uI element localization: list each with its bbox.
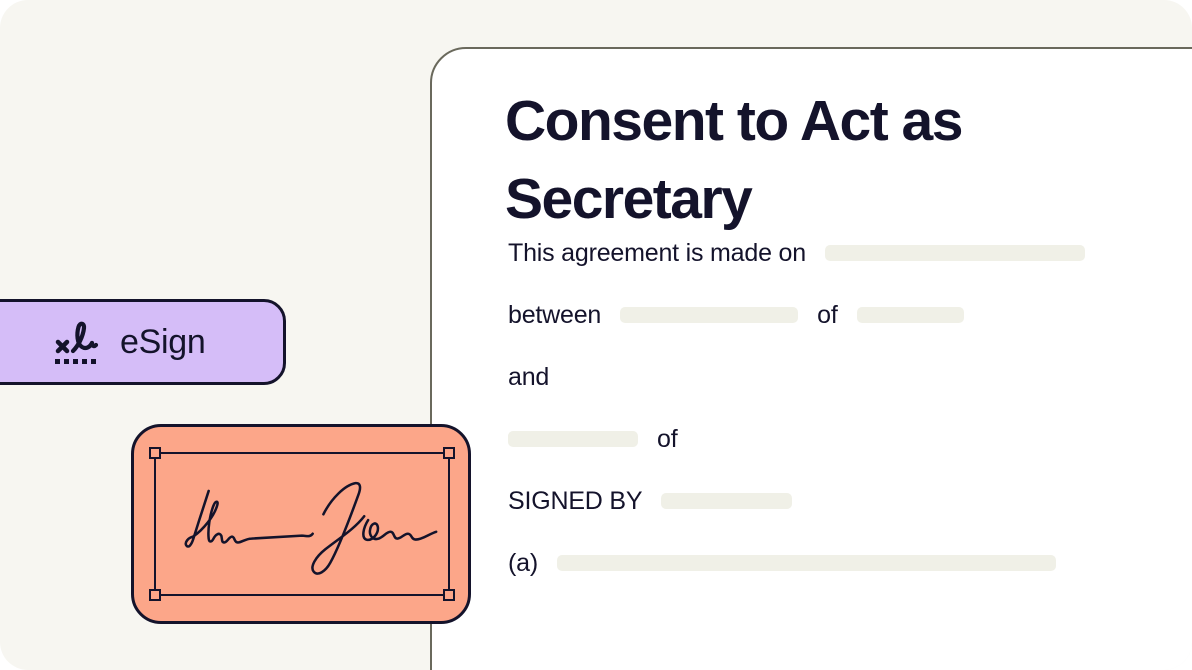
fill-in-blank[interactable] xyxy=(661,493,793,509)
signature-selection-frame xyxy=(149,447,455,601)
document-line: of xyxy=(508,408,1188,470)
document-line: (a) xyxy=(508,532,1188,594)
document-text: (a) xyxy=(508,548,538,577)
document-title-line2: Secretary xyxy=(505,167,753,231)
signature-icon xyxy=(55,321,99,364)
resize-handle-top-right[interactable] xyxy=(443,447,455,459)
document-text: SIGNED BY xyxy=(508,486,643,515)
document-text: This agreement is made on xyxy=(508,238,806,267)
document-text: of xyxy=(657,424,678,453)
esign-badge[interactable]: eSign xyxy=(0,299,286,385)
fill-in-blank[interactable] xyxy=(556,555,1056,571)
document-line: This agreement is made on xyxy=(508,222,1188,284)
resize-handle-top-left[interactable] xyxy=(149,447,161,459)
document-text: between xyxy=(508,300,602,329)
document-line: between of xyxy=(508,284,1188,346)
document-title: Consent to Act as Secretary xyxy=(505,82,963,238)
resize-handle-bottom-right[interactable] xyxy=(443,589,455,601)
document-text: of xyxy=(817,300,838,329)
document-text: and xyxy=(508,362,550,391)
fill-in-blank[interactable] xyxy=(824,245,1085,261)
fill-in-blank[interactable] xyxy=(856,307,964,323)
document-line: and xyxy=(508,346,1188,408)
fill-in-blank[interactable] xyxy=(508,431,638,447)
signature-scribble xyxy=(184,481,438,575)
fill-in-blank[interactable] xyxy=(620,307,799,323)
signature-field[interactable] xyxy=(131,424,471,624)
esign-badge-label: eSign xyxy=(120,322,206,361)
document-title-line1: Consent to Act as xyxy=(505,89,963,153)
document-line: SIGNED BY xyxy=(508,470,1188,532)
resize-handle-bottom-left[interactable] xyxy=(149,589,161,601)
document-card: Consent to Act as Secretary This agreeme… xyxy=(430,47,1192,670)
